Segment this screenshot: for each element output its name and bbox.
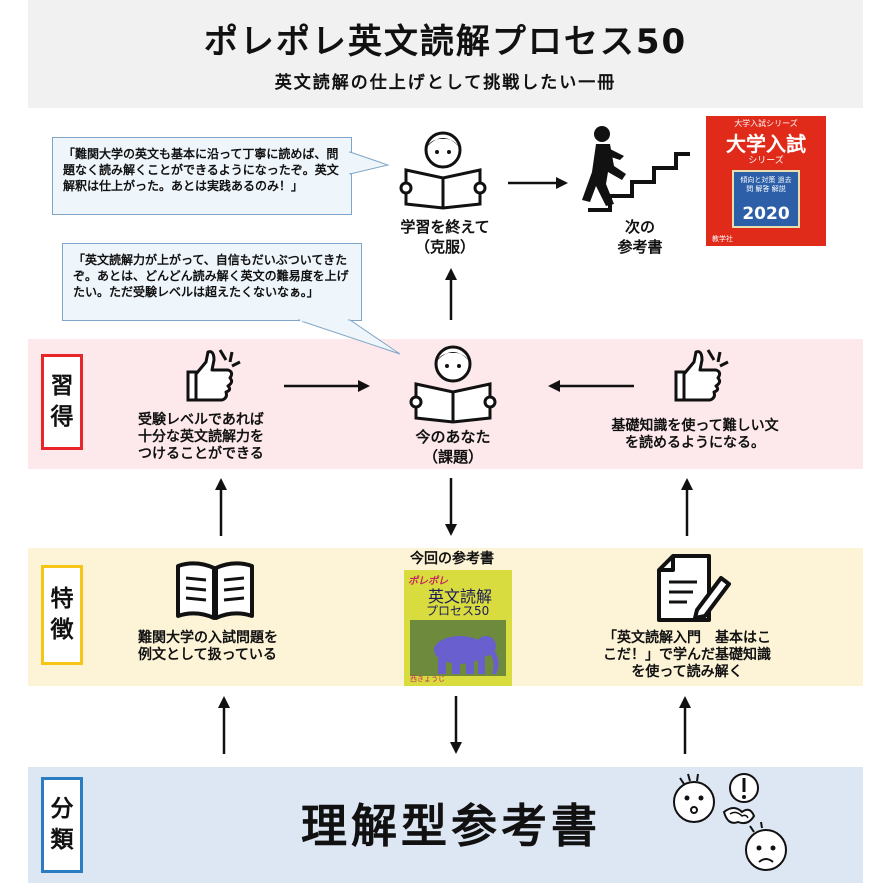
thumbs-up-icon (674, 349, 729, 402)
open-book-icon (176, 561, 254, 620)
finished-label: 学習を終えて （克服） (370, 217, 520, 257)
current-book-cover[interactable]: ポレポレ 英文読解 プロセス50 西きょうじ (404, 570, 512, 686)
category-tag: 分 類 (41, 777, 83, 873)
stairs-climber-icon (582, 126, 690, 212)
current-book-title-small: ポレポレ (408, 576, 448, 587)
next-book-year: 2020 (742, 204, 790, 224)
feature-right-text: 「英文読解入門 基本はこ こだ！」で学んだ基礎知識 を使って読み解く (584, 630, 790, 681)
arrow-up-icon (681, 478, 693, 536)
arrow-down-icon (445, 478, 457, 536)
category-tag-char-2: 類 (50, 827, 74, 853)
thinking-faces-icon (673, 773, 787, 871)
next-book-publisher: 教学社 (712, 235, 733, 243)
learn-tag-char-2: 得 (50, 404, 74, 430)
arrow-up-icon (679, 696, 691, 754)
feature-tag: 特 徴 (41, 565, 83, 665)
current-book-label: 今回の参考書 (410, 551, 494, 567)
feature-left-line2: 例文として扱っている (138, 647, 277, 663)
learn-right-line1: 基礎知識を使って難しい文 (611, 418, 779, 434)
current-you-label: 今のあなた （課題） (378, 427, 528, 467)
document-pen-icon (657, 554, 731, 622)
arrow-up-icon (215, 478, 227, 536)
category-tag-char-1: 分 (50, 796, 74, 822)
next-book-series: シリーズ (748, 156, 784, 166)
next-book-cover[interactable]: 大学入試シリーズ 大学入試 シリーズ 傾向と対策 過去問 解答 解説 2020 … (706, 116, 826, 246)
category-band (28, 767, 863, 883)
header-band: ポレポレ英文読解プロセス50 英文読解の仕上げとして挑戦したい一冊 (28, 0, 863, 108)
current-book-author: 西きょうじ (410, 675, 445, 683)
category-label: 理解型参考書 (301, 799, 601, 853)
learn-tag-char-1: 習 (50, 373, 74, 399)
next-book-inner-text: 傾向と対策 過去問 解答 解説 (740, 176, 792, 193)
speech-bubble-top: 「難関大学の英文も基本に沿って丁寧に読めば、問題なく読み解くことができるようにな… (52, 137, 352, 215)
next-book-inner-panel: 傾向と対策 過去問 解答 解説 2020 (732, 170, 800, 228)
reading-person-icon (399, 131, 487, 210)
feature-right-line3: を使って読み解く (631, 664, 743, 680)
learn-right-line2: を読めるようになる。 (625, 435, 765, 451)
speech-bubble-top-tail (348, 151, 390, 175)
learn-tag: 習 得 (41, 354, 83, 450)
arrow-left-icon (548, 380, 634, 392)
feature-tag-char-2: 徴 (50, 617, 74, 643)
feature-tag-char-1: 特 (50, 586, 74, 612)
learn-right-text: 基礎知識を使って難しい文 を読めるようになる。 (590, 418, 800, 452)
finished-label-line1: 学習を終えて (400, 218, 490, 236)
feature-right-line1: 「英文読解入門 基本はこ (603, 630, 771, 646)
next-book-label: 次の 参考書 (590, 217, 690, 257)
current-book-title-sub: プロセス50 (426, 604, 490, 618)
next-book-label-line2: 参考書 (617, 238, 663, 256)
reading-person-icon (409, 345, 497, 424)
arrow-down-icon (450, 696, 462, 754)
thumbs-up-icon (186, 349, 241, 402)
feature-left-line1: 難関大学の入試問題を (138, 630, 278, 646)
current-you-line2: （課題） (422, 448, 483, 466)
arrow-right-icon (508, 177, 568, 189)
speech-bubble-middle-text: 「英文読解力が上がって、自信もだいぶついてきたぞ。あとは、どんどん読み解く英文の… (73, 253, 349, 299)
next-book-label-line1: 次の (624, 218, 655, 236)
page-subtitle: 英文読解の仕上げとして挑戦したい一冊 (274, 73, 617, 93)
learn-left-line3: つけることができる (138, 446, 264, 462)
speech-bubble-top-text: 「難関大学の英文も基本に沿って丁寧に読めば、問題なく読み解くことができるようにな… (63, 147, 339, 193)
speech-bubble-middle: 「英文読解力が上がって、自信もだいぶついてきたぞ。あとは、どんどん読み解く英文の… (62, 243, 362, 321)
page-title: ポレポレ英文読解プロセス50 (203, 22, 688, 62)
current-you-line1: 今のあなた (415, 428, 491, 446)
next-book-series-top: 大学入試シリーズ (734, 119, 798, 128)
arrow-right-icon (284, 380, 370, 392)
next-book-title: 大学入試 (726, 132, 806, 156)
arrow-up-icon (445, 268, 457, 320)
finished-label-line2: （克服） (414, 238, 475, 256)
feature-right-line2: こだ！」で学んだ基礎知識 (603, 647, 771, 663)
learn-left-line2: 十分な英文読解力を (138, 429, 264, 445)
speech-bubble-middle-tail (297, 318, 401, 355)
current-book-title-main: 英文読解 (428, 587, 493, 606)
arrow-up-icon (218, 696, 230, 754)
learn-left-text: 受験レベルであれば 十分な英文読解力を つけることができる (138, 412, 318, 463)
elephant-icon (434, 636, 499, 674)
learn-left-line1: 受験レベルであれば (138, 412, 264, 428)
feature-left-text: 難関大学の入試問題を 例文として扱っている (138, 630, 338, 664)
